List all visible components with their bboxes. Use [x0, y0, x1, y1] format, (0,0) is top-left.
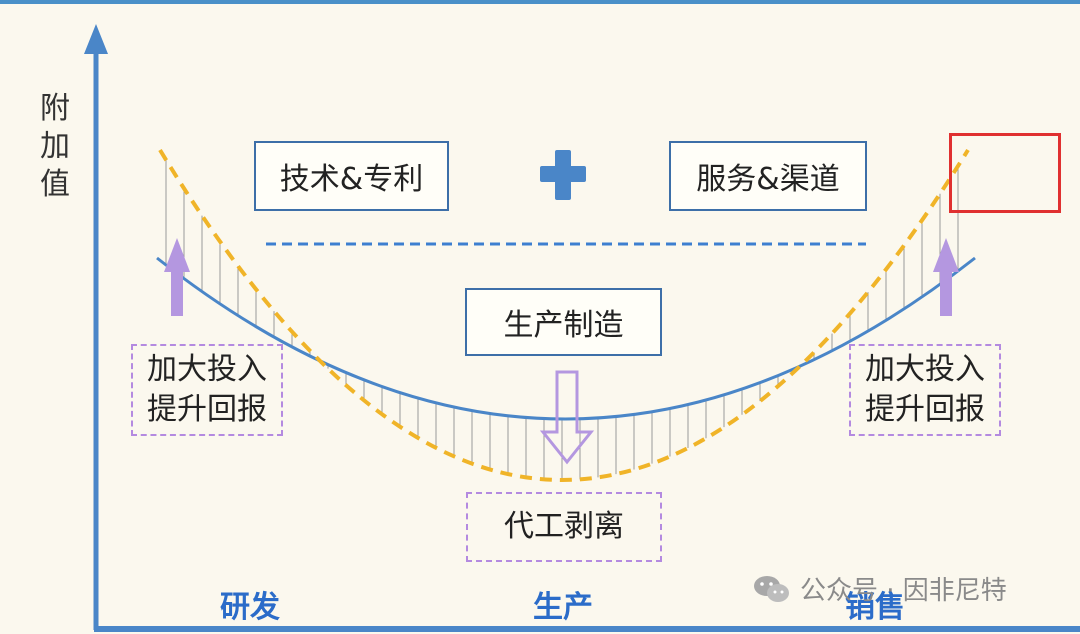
watermark: 公众号 · 因非尼特: [752, 570, 1007, 607]
tech-patent-box: 技术&专利: [254, 141, 449, 211]
wechat-icon: [754, 575, 789, 602]
right-up-arrow: [933, 238, 959, 316]
y-axis-label: 附加值: [40, 91, 70, 202]
hatch-lines: [165, 159, 959, 480]
left-note-line-2: 提升回报: [147, 392, 267, 427]
manufacturing-label: 生产制造: [503, 308, 624, 343]
oem-divest-label: 代工剥离: [504, 509, 624, 544]
left-note-box: 加大投入 提升回报: [131, 344, 283, 436]
plus-icon: [540, 150, 586, 200]
left-up-arrow: [164, 238, 190, 316]
watermark-text: 公众号 · 因非尼特: [800, 576, 1007, 606]
service-channel-box: 服务&渠道: [669, 141, 867, 211]
smile-curve-solid: [156, 256, 976, 421]
manufacturing-box: 生产制造: [465, 288, 662, 356]
smile-curve-dashed: [158, 148, 970, 482]
right-note-box: 加大投入 提升回报: [849, 344, 1001, 436]
highlight-box: [949, 133, 1061, 213]
left-note-line-1: 加大投入: [147, 352, 267, 387]
x-label-sales: 销售: [845, 590, 905, 625]
right-note-line-2: 提升回报: [865, 392, 985, 427]
oem-divest-box: 代工剥离: [466, 492, 662, 562]
x-label-rnd: 研发: [220, 590, 280, 625]
tech-patent-label: 技术&专利: [279, 162, 424, 197]
right-note-line-1: 加大投入: [865, 352, 985, 387]
top-border: [0, 0, 1080, 4]
down-arrow-hollow: [539, 370, 595, 465]
service-channel-label: 服务&渠道: [696, 162, 840, 197]
y-axis-arrowhead: [84, 24, 108, 54]
x-label-production: 生产: [533, 590, 593, 625]
